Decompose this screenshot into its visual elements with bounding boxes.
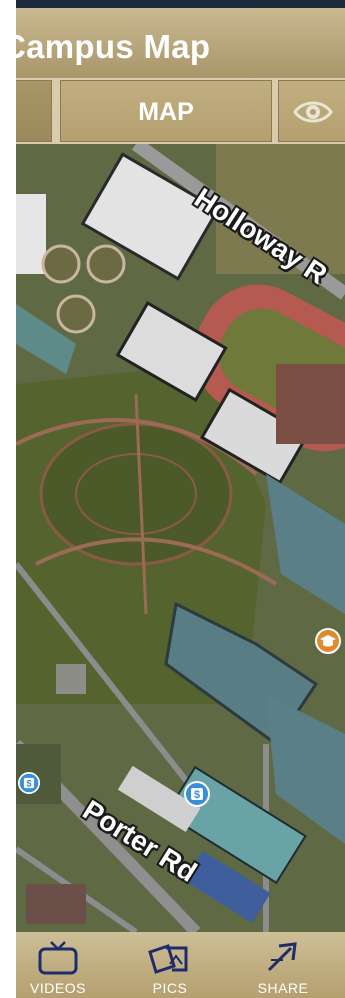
bottom-nav: VIDEOS PICS SHARE [16, 932, 345, 998]
graduation-cap-icon[interactable] [315, 628, 341, 654]
tab-previous[interactable] [16, 80, 52, 142]
tv-icon [38, 941, 78, 975]
nav-pics-label: PICS [152, 980, 188, 996]
tab-map[interactable]: MAP [60, 80, 272, 142]
nav-videos-label: VIDEOS [30, 980, 86, 996]
svg-text:$: $ [26, 778, 32, 788]
status-bar [16, 0, 345, 8]
app-frame: Campus Map MAP [16, 0, 345, 998]
title-bar: Campus Map [16, 8, 345, 78]
photos-icon [148, 944, 188, 974]
map-imagery [16, 144, 345, 932]
tab-bar: MAP [16, 78, 345, 144]
dollar-bank-icon[interactable]: $ [18, 772, 40, 794]
nav-videos-button[interactable]: VIDEOS [16, 938, 103, 998]
page-title: Campus Map [16, 28, 211, 65]
eye-icon [293, 101, 333, 123]
satellite-map[interactable]: Holloway R Porter Rd $ $ [16, 144, 345, 932]
nav-share-label: SHARE [257, 980, 309, 996]
nav-pics-button[interactable]: PICS [125, 938, 215, 998]
nav-share-button[interactable]: SHARE [238, 938, 328, 998]
svg-text:$: $ [194, 789, 200, 801]
tab-map-label: MAP [138, 98, 194, 126]
dollar-bank-icon[interactable]: $ [184, 781, 210, 807]
tab-view[interactable] [278, 80, 345, 142]
share-arrow-icon [267, 942, 297, 972]
